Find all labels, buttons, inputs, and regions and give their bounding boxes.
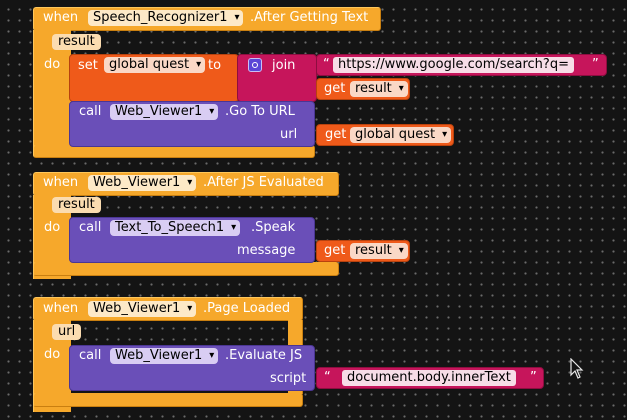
arg-label-message: message: [237, 243, 296, 258]
when-keyword: when: [43, 175, 79, 190]
component-dropdown[interactable]: Web_Viewer1: [88, 301, 197, 317]
get-keyword: get: [325, 127, 347, 142]
get-keyword: get: [324, 243, 346, 258]
arg-label-url: url: [280, 127, 298, 142]
component-dropdown[interactable]: Speech_Recognizer1: [88, 10, 244, 26]
when-keyword: when: [43, 10, 79, 25]
mouse-cursor-icon: [570, 358, 584, 379]
do-keyword: do: [44, 57, 61, 72]
arg-label-script: script: [270, 371, 307, 386]
call-component-dropdown[interactable]: Web_Viewer1: [110, 348, 219, 364]
call-keyword: call: [79, 220, 102, 235]
get-variable-dropdown[interactable]: result: [350, 243, 408, 259]
call-keyword: call: [79, 104, 102, 119]
call-component-dropdown[interactable]: Web_Viewer1: [110, 104, 219, 120]
string-open-quote: “: [324, 370, 331, 385]
method-name: .Go To URL: [225, 104, 295, 119]
param-result[interactable]: result: [52, 34, 101, 50]
string-close-quote: ”: [592, 57, 599, 72]
event-block-webviewer-after-js-evaluated[interactable]: when Web_Viewer1 .After JS Evaluated res…: [0, 170, 627, 280]
call-keyword: call: [79, 348, 102, 363]
to-keyword: to: [208, 58, 222, 73]
set-keyword: set: [78, 58, 98, 73]
method-name: .Speak: [251, 220, 296, 235]
event-block-webviewer-page-loaded[interactable]: when Web_Viewer1 .Page Loaded url do cal…: [0, 295, 627, 420]
param-url[interactable]: url: [52, 324, 82, 340]
string-close-quote: ”: [530, 370, 537, 385]
call-component-dropdown[interactable]: Text_To_Speech1: [110, 220, 241, 236]
script-string-field[interactable]: document.body.innerText: [342, 370, 516, 386]
get-variable-dropdown[interactable]: global quest: [350, 127, 452, 143]
param-result[interactable]: result: [52, 197, 101, 213]
url-string-field[interactable]: https://www.google.com/search?q=: [333, 57, 574, 73]
join-keyword: join: [272, 58, 296, 73]
event-name: .After JS Evaluated: [203, 175, 324, 190]
get-variable-dropdown[interactable]: result: [350, 81, 408, 97]
when-keyword: when: [43, 301, 79, 316]
string-open-quote: “: [323, 57, 330, 72]
event-block-speech-after-getting-text[interactable]: when Speech_Recognizer1 .After Getting T…: [0, 0, 627, 160]
event-name: .Page Loaded: [203, 301, 291, 316]
method-name: .Evaluate JS: [225, 348, 303, 363]
get-keyword: get: [324, 81, 346, 96]
do-keyword: do: [44, 220, 61, 235]
set-variable-dropdown[interactable]: global quest: [104, 57, 206, 73]
event-name: .After Getting Text: [250, 10, 369, 25]
do-keyword: do: [44, 347, 61, 362]
component-dropdown[interactable]: Web_Viewer1: [88, 175, 197, 191]
mutator-gear-icon[interactable]: [248, 58, 262, 72]
